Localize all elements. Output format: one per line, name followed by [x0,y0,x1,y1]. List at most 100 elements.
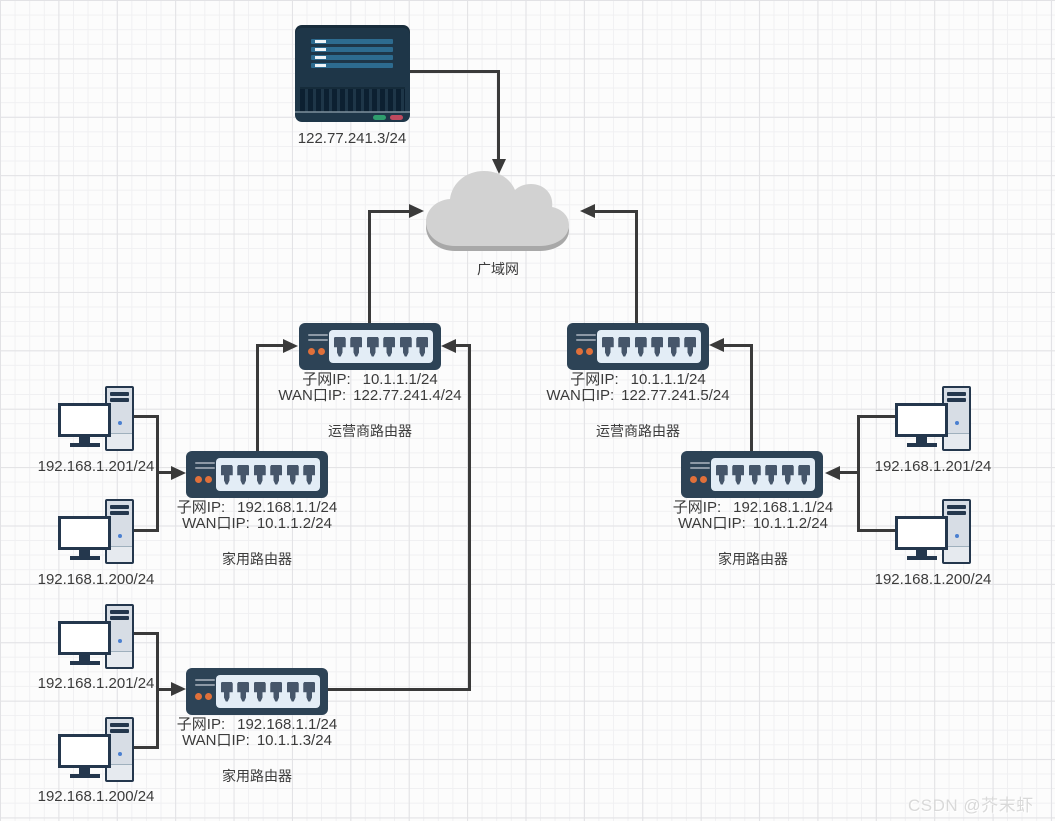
ethernet-port-icon [416,336,429,357]
ethernet-port-icon [237,681,250,702]
ethernet-port-icon [253,464,266,485]
ethernet-port-icon [237,464,250,485]
router-icon-home-left-2 [186,668,328,715]
router-subnet-ip: 子网IP:10.1.1.1/24 [570,371,706,388]
arrowhead-right-icon [171,682,186,696]
router-labels-home-left-2: 子网IP:192.168.1.1/24 WAN口IP:10.1.1.3/24 家… [177,717,337,786]
ethernet-port-icon [303,681,316,702]
router-icon-home-right [681,451,823,498]
pc-monitor [58,403,111,437]
ethernet-port-icon [270,681,283,702]
led-green-icon [373,115,386,120]
connector-line [156,688,172,691]
connector-line [133,415,158,418]
monitor-stand [79,655,90,661]
pc-monitor [58,734,111,768]
server-drive-bar [311,55,393,60]
server-icon [295,25,410,122]
pc-icon-left-1 [58,384,136,452]
connector-line [328,688,471,691]
ethernet-port-icon [601,336,614,357]
router-wan-ip: WAN口IP:10.1.1.2/24 [678,515,828,532]
router-name: 家用路由器 [718,551,788,567]
pc-tower [105,717,134,782]
monitor-base [907,556,937,560]
connector-line [858,529,897,532]
connector-line [840,471,858,474]
ethernet-port-icon [220,464,233,485]
arrowhead-left-icon [441,339,456,353]
ethernet-port-icon [748,464,761,485]
cloud-body [426,171,569,246]
power-dot [117,421,122,425]
arrowhead-left-icon [580,204,595,218]
arrowhead-down-icon [492,159,506,174]
router-port-panel [329,330,433,363]
power-dot [117,639,122,643]
wan-cloud-icon [426,171,569,251]
connector-line [456,344,470,347]
server-drive-bar [311,63,393,68]
pc-ip-label: 192.168.1.201/24 [37,458,155,475]
ethernet-port-icon [350,336,363,357]
monitor-stand [79,437,90,443]
ethernet-port-icon [798,464,811,485]
router-icon-home-left-1 [186,451,328,498]
ethernet-port-icon [781,464,794,485]
ethernet-port-icon [765,464,778,485]
ethernet-port-icon [286,681,299,702]
connector-line [156,471,172,474]
arrowhead-right-icon [283,339,298,353]
pc-icon-left-4 [58,715,136,783]
server-drive-bays [311,39,393,71]
router-name: 运营商路由器 [596,423,680,439]
watermark: CSDN @芥末虾 [908,796,1034,815]
connector-line [468,344,471,691]
ethernet-port-icon [715,464,728,485]
monitor-stand [916,437,927,443]
connector-line [133,632,158,635]
arrowhead-left-icon [709,338,724,352]
pc-ip-label: 192.168.1.201/24 [874,458,992,475]
router-port-panel [216,458,320,491]
server-divider [295,111,410,113]
power-dot [954,534,959,538]
connector-line [408,70,500,73]
pc-icon-left-2 [58,497,136,565]
router-subnet-ip: 子网IP:192.168.1.1/24 [176,716,338,733]
monitor-base [907,443,937,447]
pc-icon-right-2 [895,497,973,565]
connector-line [724,344,752,347]
router-wan-ip: WAN口IP:122.77.241.4/24 [278,387,462,404]
wan-cloud-label: 广域网 [477,261,519,277]
power-dot [117,534,122,538]
ethernet-port-icon [634,336,647,357]
monitor-stand [79,768,90,774]
monitor-base [70,556,100,560]
connector-line [858,415,897,418]
server-ip-label: 122.77.241.3/24 [297,130,407,147]
server-vents [300,87,405,112]
power-dot [954,421,959,425]
pc-ip-label: 192.168.1.201/24 [37,675,155,692]
monitor-base [70,774,100,778]
router-name: 家用路由器 [222,551,292,567]
monitor-base [70,443,100,447]
router-labels-home-right: 子网IP:192.168.1.1/24 WAN口IP:10.1.1.2/24 家… [673,500,833,569]
arrowhead-left-icon [825,466,840,480]
ethernet-port-icon [303,464,316,485]
router-port-panel [216,675,320,708]
ethernet-port-icon [684,336,697,357]
router-name: 家用路由器 [222,768,292,784]
router-subnet-ip: 子网IP:10.1.1.1/24 [302,371,438,388]
router-wan-ip: WAN口IP:10.1.1.2/24 [182,515,332,532]
connector-line [635,210,638,324]
pc-monitor [895,403,948,437]
ethernet-port-icon [220,681,233,702]
router-labels-isp-right: 子网IP:10.1.1.1/24 WAN口IP:122.77.241.5/24 … [546,372,729,441]
ethernet-port-icon [270,464,283,485]
ethernet-port-icon [667,336,680,357]
ethernet-port-icon [286,464,299,485]
server-drive-bar [311,39,393,44]
connector-line [368,210,371,324]
